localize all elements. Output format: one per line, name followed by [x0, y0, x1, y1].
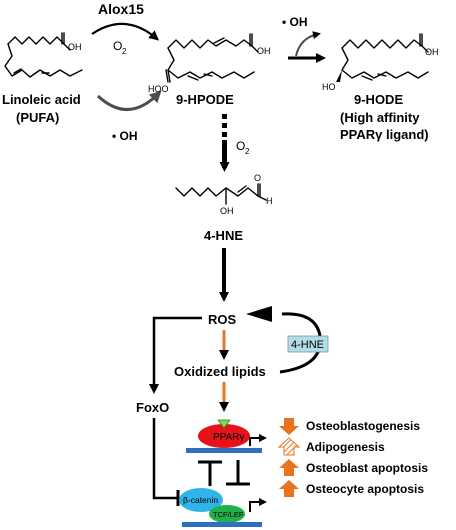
hode-cooh-label: OH	[425, 47, 439, 57]
foxo-inhibition	[152, 418, 178, 500]
oh-radical-label: • OH	[112, 129, 138, 143]
beta-catenin-ellipse	[179, 488, 223, 512]
svg-text:O: O	[113, 39, 122, 53]
hpode-cooh-label: OH	[257, 46, 271, 56]
effect-label: Adipogenesis	[306, 440, 385, 454]
hne-label: 4-HNE	[204, 228, 243, 243]
beta-transcription-arrow	[249, 498, 267, 512]
ros-to-foxo-arrow	[149, 316, 202, 394]
beta-catenin-label: β-catenin	[183, 495, 218, 505]
oh-radical-arrow	[96, 90, 162, 111]
hne-feedback-label: 4-HNE	[291, 339, 324, 351]
ppar-dna-bar	[186, 448, 262, 453]
hode-label: 9-HODE	[354, 92, 403, 107]
svg-text:2: 2	[122, 47, 127, 56]
oh-release-arrow	[295, 31, 321, 57]
hne-structure: OH O H	[175, 173, 273, 216]
effect-label: Osteocyte apoptosis	[306, 482, 424, 496]
hpode-label: 9-HPODE	[176, 92, 234, 107]
effect-arrow-up-icon	[279, 480, 299, 497]
hne-h-label: H	[266, 196, 273, 206]
ppar-ellipse	[198, 424, 250, 448]
hpode-to-hne-arrow	[219, 114, 230, 172]
svg-text:O: O	[236, 139, 245, 153]
oh-radical-label-2: • OH	[282, 15, 308, 29]
tcf-ellipse	[209, 505, 245, 523]
tcf-label: TCF/LEF	[213, 510, 244, 519]
alox15-label: Alox15	[98, 1, 144, 17]
pufa-label: (PUFA)	[16, 110, 59, 125]
effect-arrow-down-icon	[279, 418, 299, 435]
linoleic-acid-label: Linoleic acid	[2, 92, 81, 107]
hode-structure: OH HO	[322, 33, 439, 92]
effect-arrow-up-icon	[277, 437, 301, 456]
ros-label: ROS	[208, 312, 237, 327]
feedback-arrowhead	[246, 306, 272, 322]
ppar-transcription-arrow	[249, 434, 267, 446]
hne-o-label: O	[254, 173, 261, 183]
svg-text:2: 2	[245, 147, 250, 156]
beta-dna-bar	[182, 522, 262, 527]
linoleic-acid-structure: OH	[4, 32, 83, 78]
foxo-label: FoxO	[136, 400, 169, 415]
hne-feedback-box	[287, 335, 329, 353]
hode-oh-label: HO	[322, 82, 336, 92]
effect-label: Osteoblast apoptosis	[306, 461, 428, 475]
effect-label: Osteoblastogenesis	[306, 419, 420, 433]
hode-note-line2: PPARγ ligand)	[340, 127, 429, 142]
effects-list: OsteoblastogenesisAdipogenesisOsteoblast…	[277, 418, 428, 497]
cooh-label: OH	[68, 42, 82, 52]
oxidized-lipids-label: Oxidized lipids	[174, 364, 266, 379]
ppar-label: PPARγ	[213, 432, 245, 443]
effect-arrow-up-icon	[279, 459, 299, 476]
o2-label-top: O 2	[113, 39, 127, 56]
hne-oh-label: OH	[220, 206, 234, 216]
alox15-arrow	[91, 22, 160, 41]
hpode-ooh-label: HOO	[148, 84, 169, 94]
o2-label-mid: O 2	[236, 139, 250, 156]
ligand-triangle	[217, 419, 231, 429]
hpode-structure: OH HOO	[148, 33, 271, 94]
hode-note-line1: (High affinity	[340, 110, 420, 125]
